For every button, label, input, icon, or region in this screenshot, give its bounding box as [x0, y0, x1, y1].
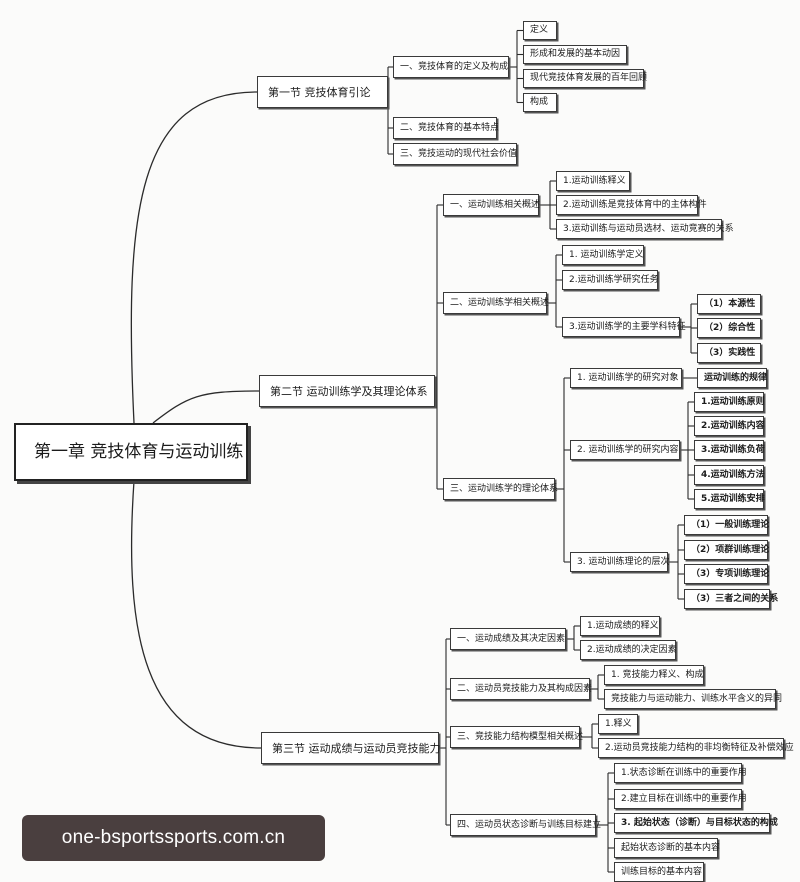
watermark-banner: one-bsportssports.com.cn — [22, 815, 325, 861]
s1-item-1-leaf-3: 现代竞技体育发展的百年回顾 — [523, 69, 647, 88]
s1-item-1-leaf-1: 定义 — [523, 21, 557, 40]
s3-item-3-leaf-1: 1.释义 — [598, 714, 638, 734]
s1-item-1-leaf-4: 构成 — [523, 93, 557, 112]
s3-item-3-leaf-2: 2.运动员竞技能力结构的非均衡特征及补偿效应 — [598, 738, 794, 758]
s2-item-2-leaf-2: 2.运动训练学研究任务 — [562, 270, 659, 290]
s1-item-1-leaf-2: 形成和发展的基本动因 — [523, 45, 627, 64]
level-2: （2）项群训练理论 — [684, 540, 769, 560]
content-3: 3.运动训练负荷 — [694, 440, 765, 460]
section-1-node: 第一节 竞技体育引论 — [257, 76, 388, 108]
training-law: 运动训练的规律 — [697, 368, 767, 388]
s2-item-1-leaf-1: 1.运动训练释义 — [556, 171, 630, 191]
content-5: 5.运动训练安排 — [694, 489, 765, 509]
content-2: 2.运动训练内容 — [694, 416, 765, 436]
s3-item-4-leaf-5: 训练目标的基本内容 — [614, 862, 704, 882]
s3-item-2-leaf-2: 竞技能力与运动能力、训练水平含义的异同 — [604, 689, 782, 709]
s2-item-2: 二、运动训练学相关概述 — [443, 292, 549, 314]
s3-item-4-leaf-4: 起始状态诊断的基本内容 — [614, 838, 720, 858]
s3-item-1-leaf-2: 2.运动成绩的决定因素 — [580, 640, 677, 660]
feature-2: （2）综合性 — [697, 318, 761, 338]
s1-item-1: 一、竞技体育的定义及构成 — [393, 56, 509, 78]
s3-item-1: 一、运动成绩及其决定因素 — [450, 628, 566, 650]
s2-item-2-leaf-3: 3.运动训练学的主要学科特征 — [562, 317, 686, 337]
section-3-node: 第三节 运动成绩与运动员竞技能力 — [261, 732, 441, 764]
section-2-node: 第二节 运动训练学及其理论体系 — [259, 375, 435, 407]
research-content: 2. 运动训练学的研究内容 — [570, 440, 680, 460]
s2-item-1: 一、运动训练相关概述 — [443, 194, 540, 216]
research-object: 1. 运动训练学的研究对象 — [570, 368, 682, 388]
level-1: （1）一般训练理论 — [684, 515, 769, 535]
content-1: 1.运动训练原则 — [694, 392, 765, 412]
feature-3: （3）实践性 — [697, 343, 761, 363]
s3-item-4-leaf-3: 3. 起始状态（诊断）与目标状态的构成 — [614, 813, 778, 833]
s1-item-2: 二、竞技体育的基本特点 — [393, 117, 499, 139]
s3-item-4: 四、运动员状态诊断与训练目标建立 — [450, 814, 601, 836]
s3-item-3: 三、竞技能力结构模型相关概述 — [450, 726, 583, 748]
s2-item-3: 三、运动训练学的理论体系 — [443, 478, 558, 500]
s3-item-4-leaf-2: 2.建立目标在训练中的重要作用 — [614, 789, 747, 809]
s2-item-1-leaf-2: 2.运动训练是竞技体育中的主体构件 — [556, 195, 707, 215]
s2-item-2-leaf-1: 1. 运动训练学定义 — [562, 245, 644, 265]
feature-1: （1）本源性 — [697, 294, 761, 314]
s2-item-1-leaf-3: 3.运动训练与运动员选材、运动竞赛的关系 — [556, 219, 734, 239]
s3-item-1-leaf-1: 1.运动成绩的释义 — [580, 616, 660, 636]
s3-item-2: 二、运动员竞技能力及其构成因素 — [450, 678, 592, 700]
content-4: 4.运动训练方法 — [694, 465, 765, 485]
theory-levels: 3. 运动训练理论的层次 — [570, 552, 669, 572]
level-3: （3）专项训练理论 — [684, 564, 769, 584]
s3-item-4-leaf-1: 1.状态诊断在训练中的重要作用 — [614, 763, 747, 783]
level-4: （3）三者之间的关系 — [684, 589, 778, 609]
s3-item-2-leaf-1: 1. 竞技能力释义、构成 — [604, 665, 704, 685]
root-node: 第一章 竞技体育与运动训练 — [14, 423, 248, 481]
s1-item-3: 三、竞技运动的现代社会价值 — [393, 143, 517, 165]
